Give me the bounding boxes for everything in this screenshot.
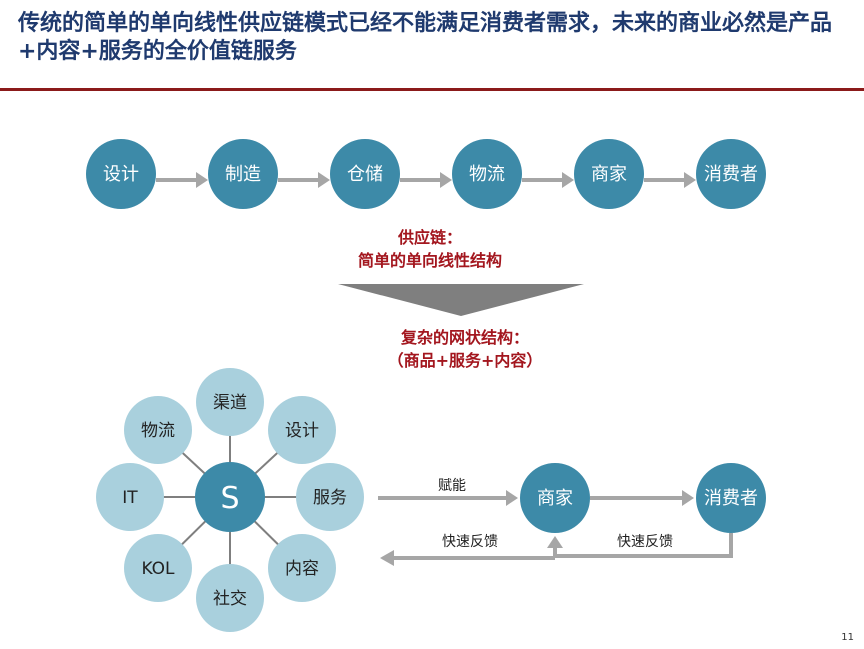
spoke-kol: KOL: [124, 534, 192, 602]
feedback-label-left: 快速反馈: [442, 534, 498, 550]
linear-chain: 设计 制造 仓储 物流 商家 消费者: [86, 139, 766, 209]
spoke-label: 社交: [213, 589, 247, 609]
chain-node-label: 制造: [225, 164, 261, 185]
supply-chain-label-line2: 简单的单向线性结构: [358, 251, 502, 270]
page-title: 传统的简单的单向线性供应链模式已经不能满足消费者需求，未来的商业必然是产品+内容…: [18, 11, 833, 64]
spoke-label: IT: [122, 488, 138, 508]
chain-node-design: 设计: [86, 139, 156, 209]
spoke-label: 渠道: [213, 393, 247, 413]
hub-center: S: [195, 462, 265, 532]
network-label-line2: （商品+服务+内容）: [388, 351, 543, 370]
transition-triangle: [338, 284, 584, 316]
chain-node-label: 消费者: [704, 164, 758, 185]
hub-diagram: 渠道 设计 服务 内容 社交 KOL IT 物流: [96, 368, 364, 632]
empower-arrow: [378, 490, 518, 506]
spoke-design: 设计: [268, 396, 336, 464]
flow-node-label: 消费者: [704, 488, 758, 509]
chain-node-warehouse: 仓储: [330, 139, 400, 209]
chain-node-label: 物流: [469, 164, 505, 185]
network-label-line1: 复杂的网状结构：: [400, 328, 529, 347]
chain-node-consumer: 消费者: [696, 139, 766, 209]
chain-arrow: [522, 172, 574, 188]
chain-node-label: 仓储: [347, 164, 383, 185]
chain-node-label: 设计: [103, 164, 139, 185]
spoke-social: 社交: [196, 564, 264, 632]
spoke-label: 内容: [285, 559, 319, 579]
title-divider: [0, 88, 864, 91]
spoke-label: KOL: [141, 559, 175, 579]
chain-arrow: [644, 172, 696, 188]
spoke-label: 服务: [313, 488, 347, 508]
spoke-channel: 渠道: [196, 368, 264, 436]
spoke-it: IT: [96, 463, 164, 531]
chain-arrow: [156, 172, 208, 188]
feedback-arrow-to-hub: [380, 550, 555, 566]
flow-node-consumer: 消费者: [696, 463, 766, 533]
chain-node-manufacturing: 制造: [208, 139, 278, 209]
page-number: 11: [841, 632, 854, 643]
empower-label: 赋能: [438, 478, 466, 494]
spoke-label: 设计: [285, 421, 319, 441]
chain-node-merchant: 商家: [574, 139, 644, 209]
feedback-arrow-to-merchant: [547, 533, 733, 558]
chain-arrow: [278, 172, 330, 188]
spoke-service: 服务: [296, 463, 364, 531]
spoke-label: 物流: [141, 421, 175, 441]
hub-center-label: S: [220, 481, 239, 516]
spoke-logistics: 物流: [124, 396, 192, 464]
spoke-content: 内容: [268, 534, 336, 602]
chain-arrow: [400, 172, 452, 188]
chain-node-logistics: 物流: [452, 139, 522, 209]
flow-node-label: 商家: [537, 488, 573, 509]
supply-chain-label-line1: 供应链：: [397, 228, 462, 247]
chain-node-label: 商家: [591, 164, 627, 185]
flow-node-merchant: 商家: [520, 463, 590, 533]
feedback-label-right: 快速反馈: [617, 534, 673, 550]
merchant-to-consumer-arrow: [590, 490, 694, 506]
